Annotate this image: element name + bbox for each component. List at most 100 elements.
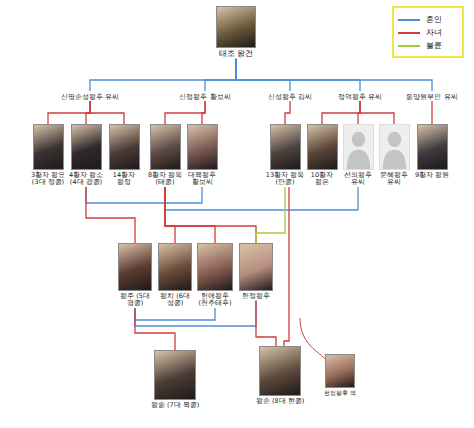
relation-line [284,187,289,346]
legend-swatch [398,19,420,21]
relation-line [90,59,236,91]
portrait-photo [197,243,233,291]
portrait-photo [33,124,64,170]
person-card: 문혜왕후 유씨 [376,124,412,187]
person-name: 3황자 왕요 (3대 정종) [30,172,66,187]
person-card: 헌정왕후 [237,243,275,300]
person-name: 4황자 왕소 (4대 광종) [68,172,104,187]
person-name: 왕송 (7대 목종) [150,402,200,409]
legend-text: 불륜 [426,41,442,51]
person-name: 동양원부인 유씨 [399,93,465,101]
person-card: 14황자 왕정 [106,124,142,187]
person-card: 태조 왕건 [206,6,266,59]
relation-line [360,101,394,124]
person-card: 헌정왕후 역 [320,354,360,396]
portrait-photo [379,124,410,170]
person-card: 13황자 왕욱 (안종) [265,124,305,187]
portrait-photo [259,346,301,396]
person-card: 왕주 (5대 경종) [116,243,154,308]
person-name: 10황자 왕은 [304,172,340,187]
person-card: 헌애왕후 (천추태후) [195,243,235,308]
person-name: 왕주 (5대 경종) [116,293,154,308]
legend-row: 자녀 [398,26,458,39]
person-name: 정덕왕후 유씨 [329,93,391,101]
legend-swatch [398,32,420,34]
portrait-photo [417,124,448,170]
person-card: 대목왕후 황보씨 [184,124,220,187]
legend-swatch [398,45,420,47]
portrait-photo [270,124,301,170]
relation-line [322,101,360,124]
relation-line [135,308,175,350]
legend-text: 자녀 [426,28,442,38]
person-card: 10황자 왕은 [304,124,340,187]
portrait-photo [187,124,218,170]
relation-line [236,59,290,91]
person-name: 문혜왕후 유씨 [376,172,412,187]
portrait-photo [109,124,140,170]
relation-line [165,187,215,243]
person-card: 선의왕후 유씨 [340,124,376,187]
relation-line [86,187,135,243]
portrait-photo [154,350,196,400]
relation-line [90,101,124,124]
person-name: 신명순성왕후 유씨 [54,93,126,101]
relation-curve [300,318,326,360]
person-name: 신성왕후 김씨 [259,93,321,101]
person-name: 대목왕후 황보씨 [184,172,220,187]
person-name: 헌정왕후 [237,293,275,300]
portrait-photo [343,124,374,170]
person-label: 신성왕후 김씨 [259,91,321,101]
person-name: 왕순 (8대 현종) [255,398,305,405]
relation-line [256,187,285,243]
relation-line [256,300,276,346]
person-name: 신정왕후 황보씨 [172,93,238,101]
portrait-photo [325,354,355,388]
relation-line [236,59,360,91]
legend-row: 혼인 [398,13,458,26]
portrait-photo [158,243,192,291]
legend-text: 혼인 [426,15,442,25]
person-label: 신정왕후 황보씨 [172,91,238,101]
person-label: 신명순성왕후 유씨 [54,91,126,101]
person-name: 13황자 왕욱 (안종) [265,172,305,187]
relation-line [165,187,256,243]
legend-box: 혼인자녀불륜 [392,6,464,58]
relation-line [165,101,205,124]
portrait-photo [118,243,152,291]
person-card: 왕송 (7대 목종) [150,350,200,409]
person-name: 선의왕후 유씨 [340,172,376,187]
relation-line [135,300,256,326]
person-card: 9황자 왕원 [414,124,450,179]
person-card: 8황자 왕욱 (태종) [147,124,183,187]
relation-line [135,308,215,320]
person-name: 헌정왕후 역 [320,390,360,396]
person-name: 14황자 왕정 [106,172,142,187]
person-label: 정덕왕후 유씨 [329,91,391,101]
relation-line [236,59,432,91]
person-name: 8황자 왕욱 (태종) [147,172,183,187]
relation-line [48,101,90,124]
person-name: 9황자 왕원 [414,172,450,179]
person-card: 4황자 왕소 (4대 광종) [68,124,104,187]
relation-line [285,101,290,124]
relation-line [205,59,236,91]
legend-row: 불륜 [398,39,458,52]
relation-line [165,187,358,210]
person-card: 3황자 왕요 (3대 정종) [30,124,66,187]
silhouette [380,125,409,169]
portrait-photo [150,124,181,170]
relation-line [431,101,432,124]
relation-line [86,187,202,203]
silhouette [344,125,373,169]
person-card: 왕치 (6대 성종) [156,243,194,308]
portrait-photo [216,6,256,48]
person-label: 동양원부인 유씨 [399,91,465,101]
portrait-photo [307,124,338,170]
person-name: 헌애왕후 (천추태후) [195,293,235,308]
relation-line [202,101,205,124]
person-card: 왕순 (8대 현종) [255,346,305,405]
person-name: 왕치 (6대 성종) [156,293,194,308]
